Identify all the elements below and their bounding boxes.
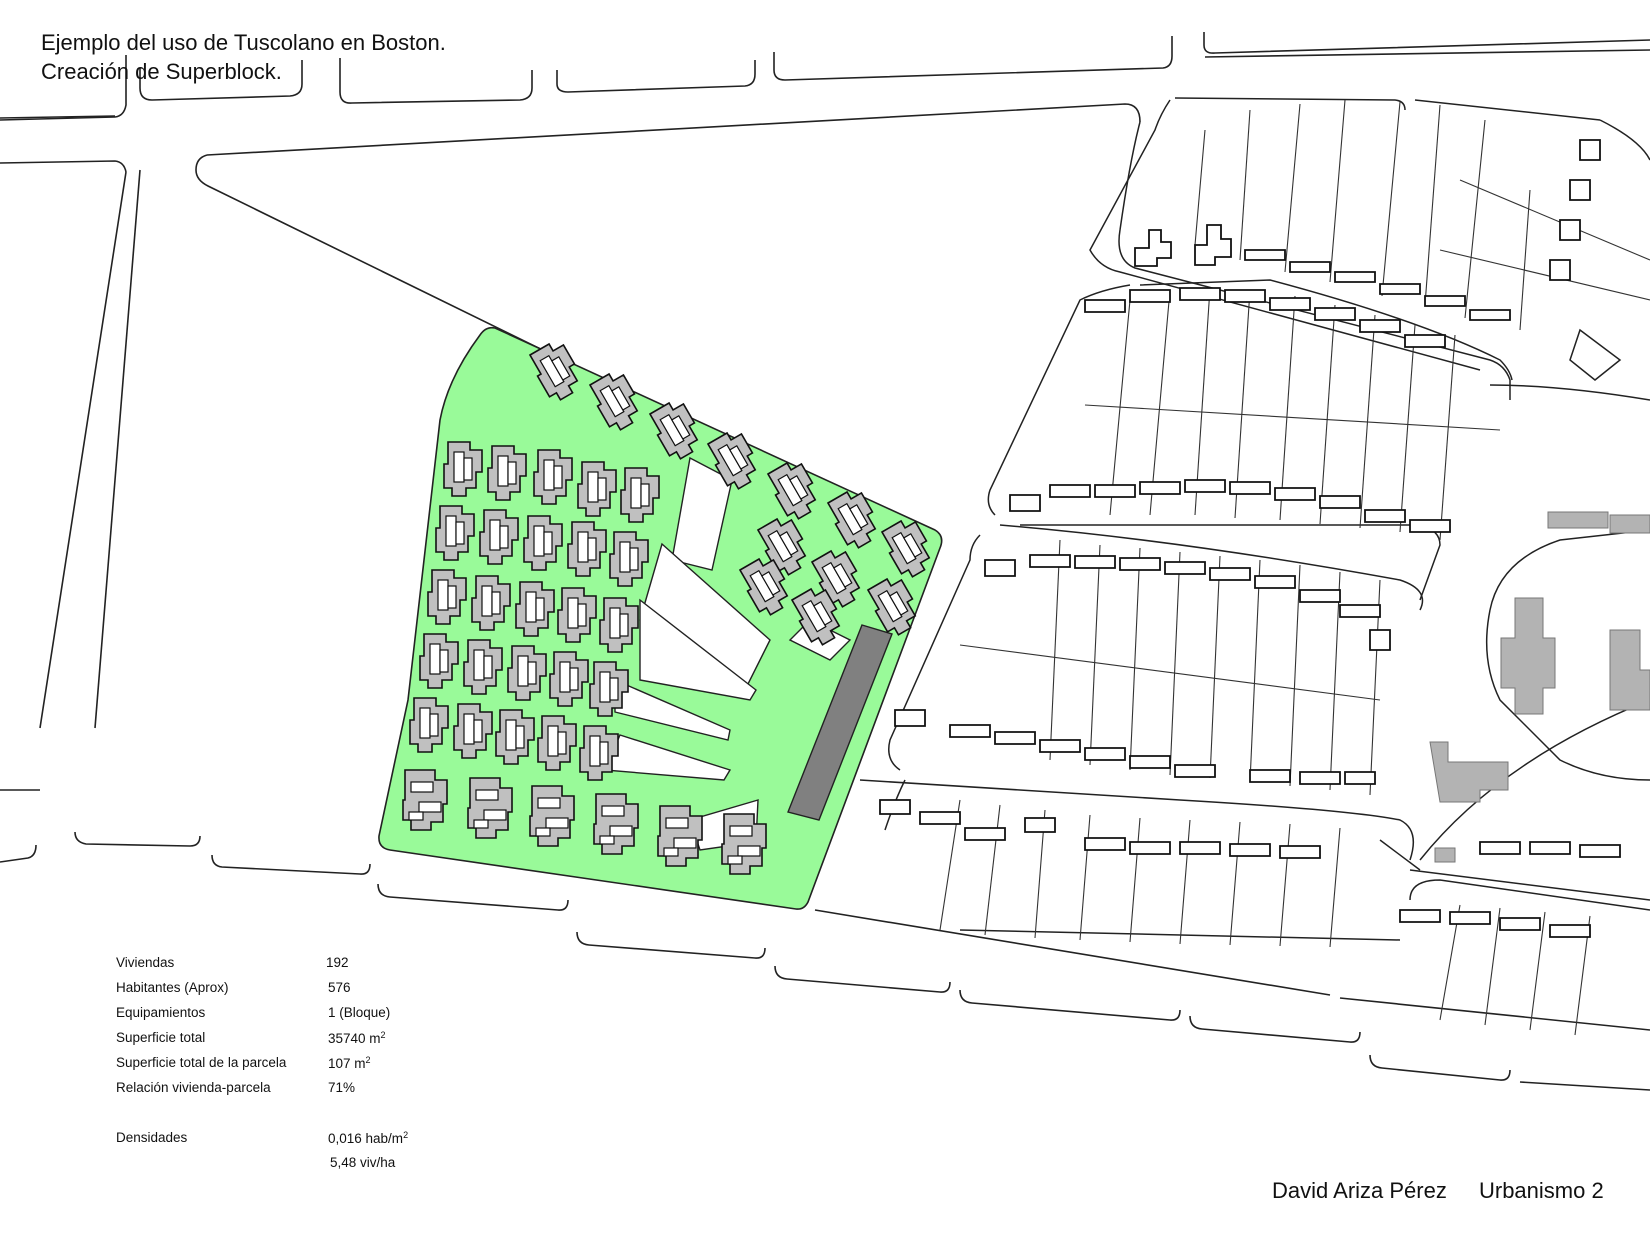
stat-value: 192 [326, 955, 349, 970]
title-line-1: Ejemplo del uso de Tuscolano en Boston. [41, 30, 446, 55]
context-streets [859, 97, 1650, 941]
house-footprints [879, 139, 1621, 938]
unit-exponent: 2 [403, 1130, 409, 1140]
plan-title: Ejemplo del uso de Tuscolano en Boston. … [41, 28, 446, 86]
stat-label: Equipamientos [116, 1005, 206, 1020]
street-curbs [0, 32, 1650, 1091]
stat-label: Superficie total [116, 1030, 206, 1045]
plazas [603, 456, 852, 851]
stat-value: 71% [328, 1080, 356, 1095]
stat-value-number: 107 m [328, 1056, 366, 1071]
stat-value: 107 m2 [328, 1055, 371, 1071]
stat-value: 1 (Bloque) [328, 1005, 391, 1020]
author-name: David Ariza Pérez [1272, 1178, 1447, 1203]
stat-label: Habitantes (Aprox) [116, 980, 229, 995]
stat-value-number: 0,016 hab/m [328, 1131, 404, 1146]
stat-label: Viviendas [116, 955, 175, 970]
title-line-2: Creación de Superblock. [41, 59, 282, 84]
course-name: Urbanismo 2 [1478, 1178, 1604, 1203]
stat-label: Superficie total de la parcela [116, 1055, 287, 1070]
context-buildings [1429, 511, 1650, 863]
stat-value: 5,48 viv/ha [330, 1155, 396, 1170]
author-credit: David Ariza Pérez Urbanismo 2 [1272, 1178, 1604, 1204]
stat-value: 0,016 hab/m2 [328, 1130, 408, 1146]
stat-value: 576 [328, 980, 351, 995]
equipment-block [787, 624, 893, 821]
unit-exponent: 2 [365, 1055, 371, 1065]
stat-label: Densidades [116, 1130, 188, 1145]
stat-value-number: 35740 m [328, 1031, 381, 1046]
stat-label: Relación vivienda-parcela [116, 1080, 271, 1095]
stat-value: 35740 m2 [328, 1030, 386, 1046]
unit-exponent: 2 [380, 1030, 386, 1040]
